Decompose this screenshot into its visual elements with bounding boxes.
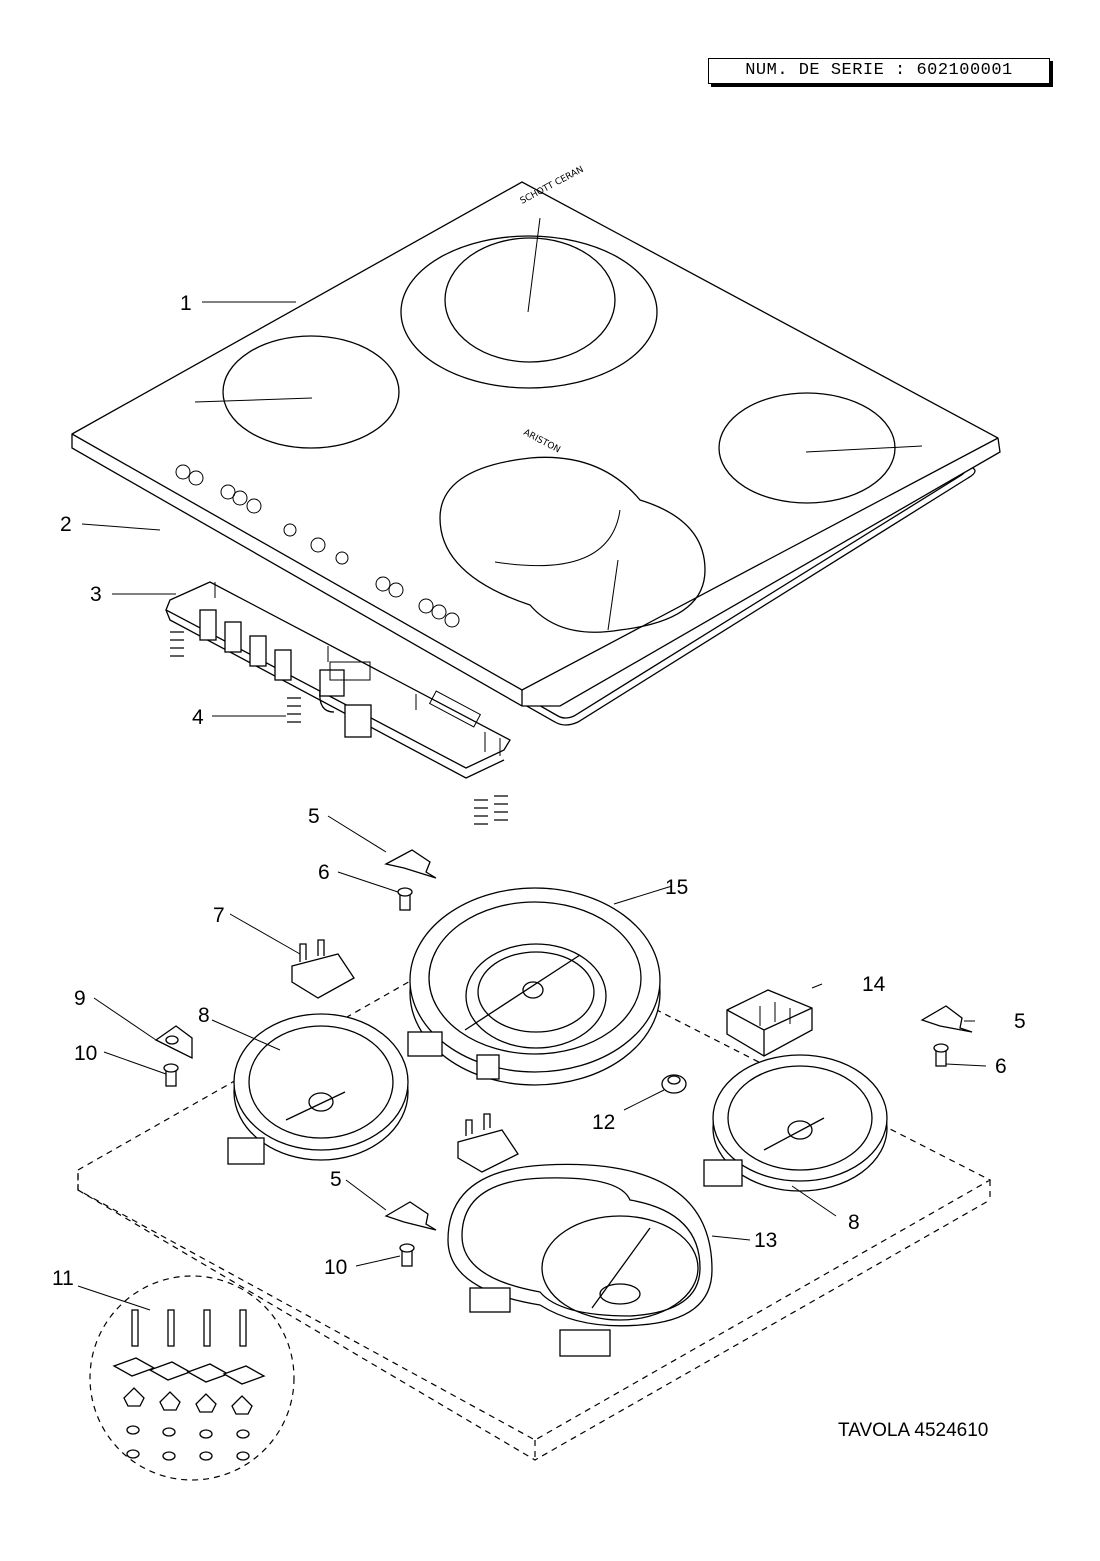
grommet <box>661 1074 687 1094</box>
plate-number-label: TAVOLA 4524610 <box>838 1420 989 1441</box>
control-board <box>165 581 511 779</box>
callout-10-lower: 10 <box>324 1256 347 1279</box>
callout-1: 1 <box>180 292 192 315</box>
callout-2: 2 <box>60 513 72 536</box>
callout-5-lower: 5 <box>330 1168 342 1191</box>
callout-8-left: 8 <box>198 1004 210 1027</box>
callout-7: 7 <box>213 904 225 927</box>
fixing-kit <box>89 1275 295 1481</box>
lower-housing-dashed-outline <box>77 929 992 1461</box>
callout-5-right: 5 <box>1014 1010 1026 1033</box>
screws <box>163 887 949 1267</box>
callout-6-upper: 6 <box>318 861 330 884</box>
oval-radiant-element <box>447 1163 713 1357</box>
springs <box>170 631 508 825</box>
callout-4: 4 <box>192 706 204 729</box>
mounting-bracket <box>154 1025 193 1060</box>
leader-lines <box>77 301 987 1311</box>
glass-ceramic-hob: SCHOTT CERAN ARISTON <box>71 165 1001 707</box>
callout-10-left: 10 <box>74 1042 97 1065</box>
callout-13: 13 <box>754 1229 777 1252</box>
dual-radiant-element-large <box>407 887 661 1086</box>
callout-9: 9 <box>74 987 86 1010</box>
clip-brackets <box>291 939 519 1173</box>
callout-12: 12 <box>592 1111 615 1134</box>
radiant-element-left <box>227 1013 409 1165</box>
callout-15: 15 <box>665 876 688 899</box>
touch-control-symbols <box>175 464 460 628</box>
callout-8-right: 8 <box>848 1211 860 1234</box>
callout-numbers: 1 2 3 4 5 6 15 7 14 9 8 5 10 6 12 8 5 13… <box>52 292 1026 1290</box>
radiant-element-right <box>703 1054 888 1192</box>
callout-3: 3 <box>90 583 102 606</box>
serial-number-box: NUM. DE SERIE : 602100001 <box>708 58 1050 84</box>
callout-11: 11 <box>52 1267 74 1290</box>
support-clips <box>384 849 973 1231</box>
terminal-block <box>726 989 813 1057</box>
callout-6-right: 6 <box>995 1055 1007 1078</box>
callout-5-upper: 5 <box>308 805 320 828</box>
callout-14: 14 <box>862 973 886 996</box>
